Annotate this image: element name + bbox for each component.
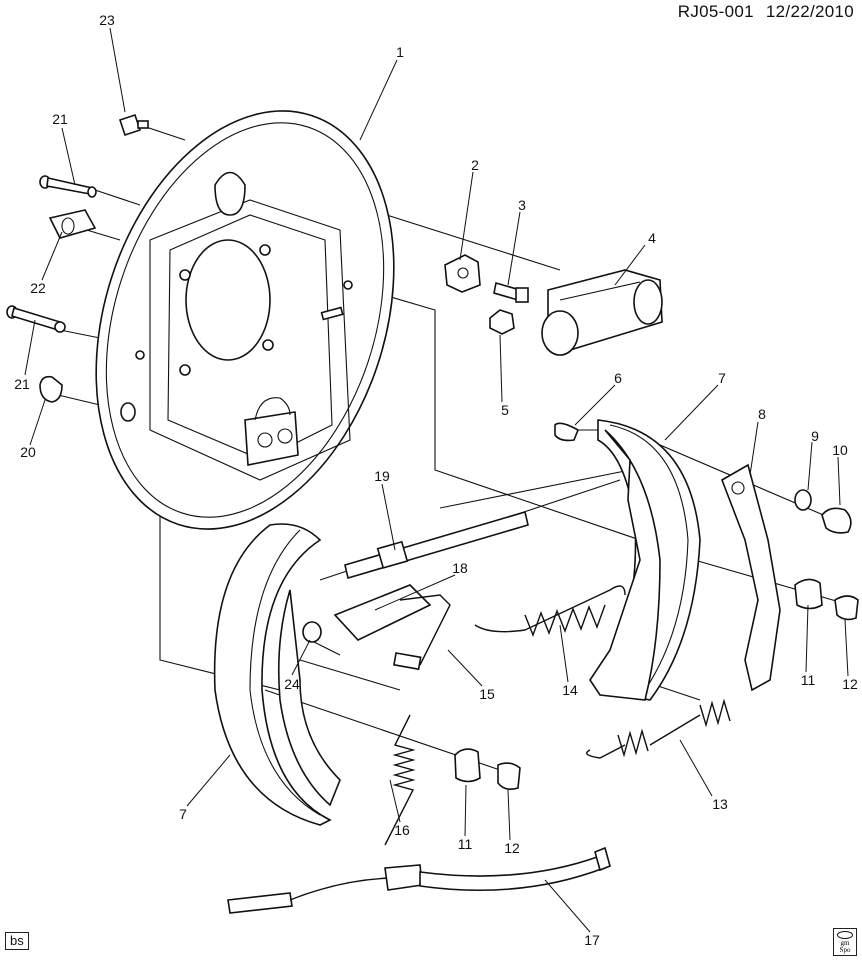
logo-text-gm: gm xyxy=(840,939,850,947)
leader-lines xyxy=(24,27,849,933)
wheel-cylinder-assembly xyxy=(444,254,663,356)
callout-7: 7 xyxy=(718,370,726,386)
backing-plate xyxy=(95,110,395,530)
callout-21b: 21 xyxy=(14,376,30,392)
callout-12b: 12 xyxy=(504,840,520,856)
bs-badge: bs xyxy=(5,932,29,950)
right-brake-shoe xyxy=(554,419,852,701)
diagram-header: RJ05-001 12/22/2010 xyxy=(666,2,854,22)
callout-9: 9 xyxy=(811,428,819,444)
callout-23: 23 xyxy=(99,12,115,28)
callout-22: 22 xyxy=(30,280,46,296)
callout-18: 18 xyxy=(452,560,468,576)
logo-text-spo: Spo xyxy=(839,946,851,954)
callout-19: 19 xyxy=(374,468,390,484)
callout-labels: 23 1 21 2 3 4 22 21 5 6 7 8 9 10 20 19 1… xyxy=(14,12,858,948)
callout-24: 24 xyxy=(284,676,300,692)
callout-6: 6 xyxy=(614,370,622,386)
callout-3: 3 xyxy=(518,197,526,213)
parking-brake-cable xyxy=(227,846,611,914)
callout-11: 11 xyxy=(801,672,816,688)
springs xyxy=(384,578,859,846)
callout-8: 8 xyxy=(758,406,766,422)
callout-17: 17 xyxy=(584,932,600,948)
callout-12: 12 xyxy=(842,676,858,692)
diagram-date: 12/22/2010 xyxy=(765,2,854,21)
hardware-left xyxy=(6,113,149,403)
callout-14: 14 xyxy=(562,682,578,698)
logo-cap-icon xyxy=(837,931,853,939)
callout-1: 1 xyxy=(396,44,404,60)
callout-10: 10 xyxy=(832,442,848,458)
left-brake-shoe xyxy=(213,523,341,826)
callout-20: 20 xyxy=(20,444,36,460)
callout-16: 16 xyxy=(394,822,410,838)
callout-15: 15 xyxy=(479,686,495,702)
diagram-id: RJ05-001 xyxy=(677,2,754,21)
adjuster-assembly xyxy=(302,510,529,671)
callout-21: 21 xyxy=(52,111,68,127)
callout-7b: 7 xyxy=(179,806,187,822)
callout-13: 13 xyxy=(712,796,728,812)
callout-5: 5 xyxy=(501,402,509,418)
callout-11b: 11 xyxy=(458,836,473,852)
callout-2: 2 xyxy=(471,157,479,173)
callout-4: 4 xyxy=(648,230,656,246)
